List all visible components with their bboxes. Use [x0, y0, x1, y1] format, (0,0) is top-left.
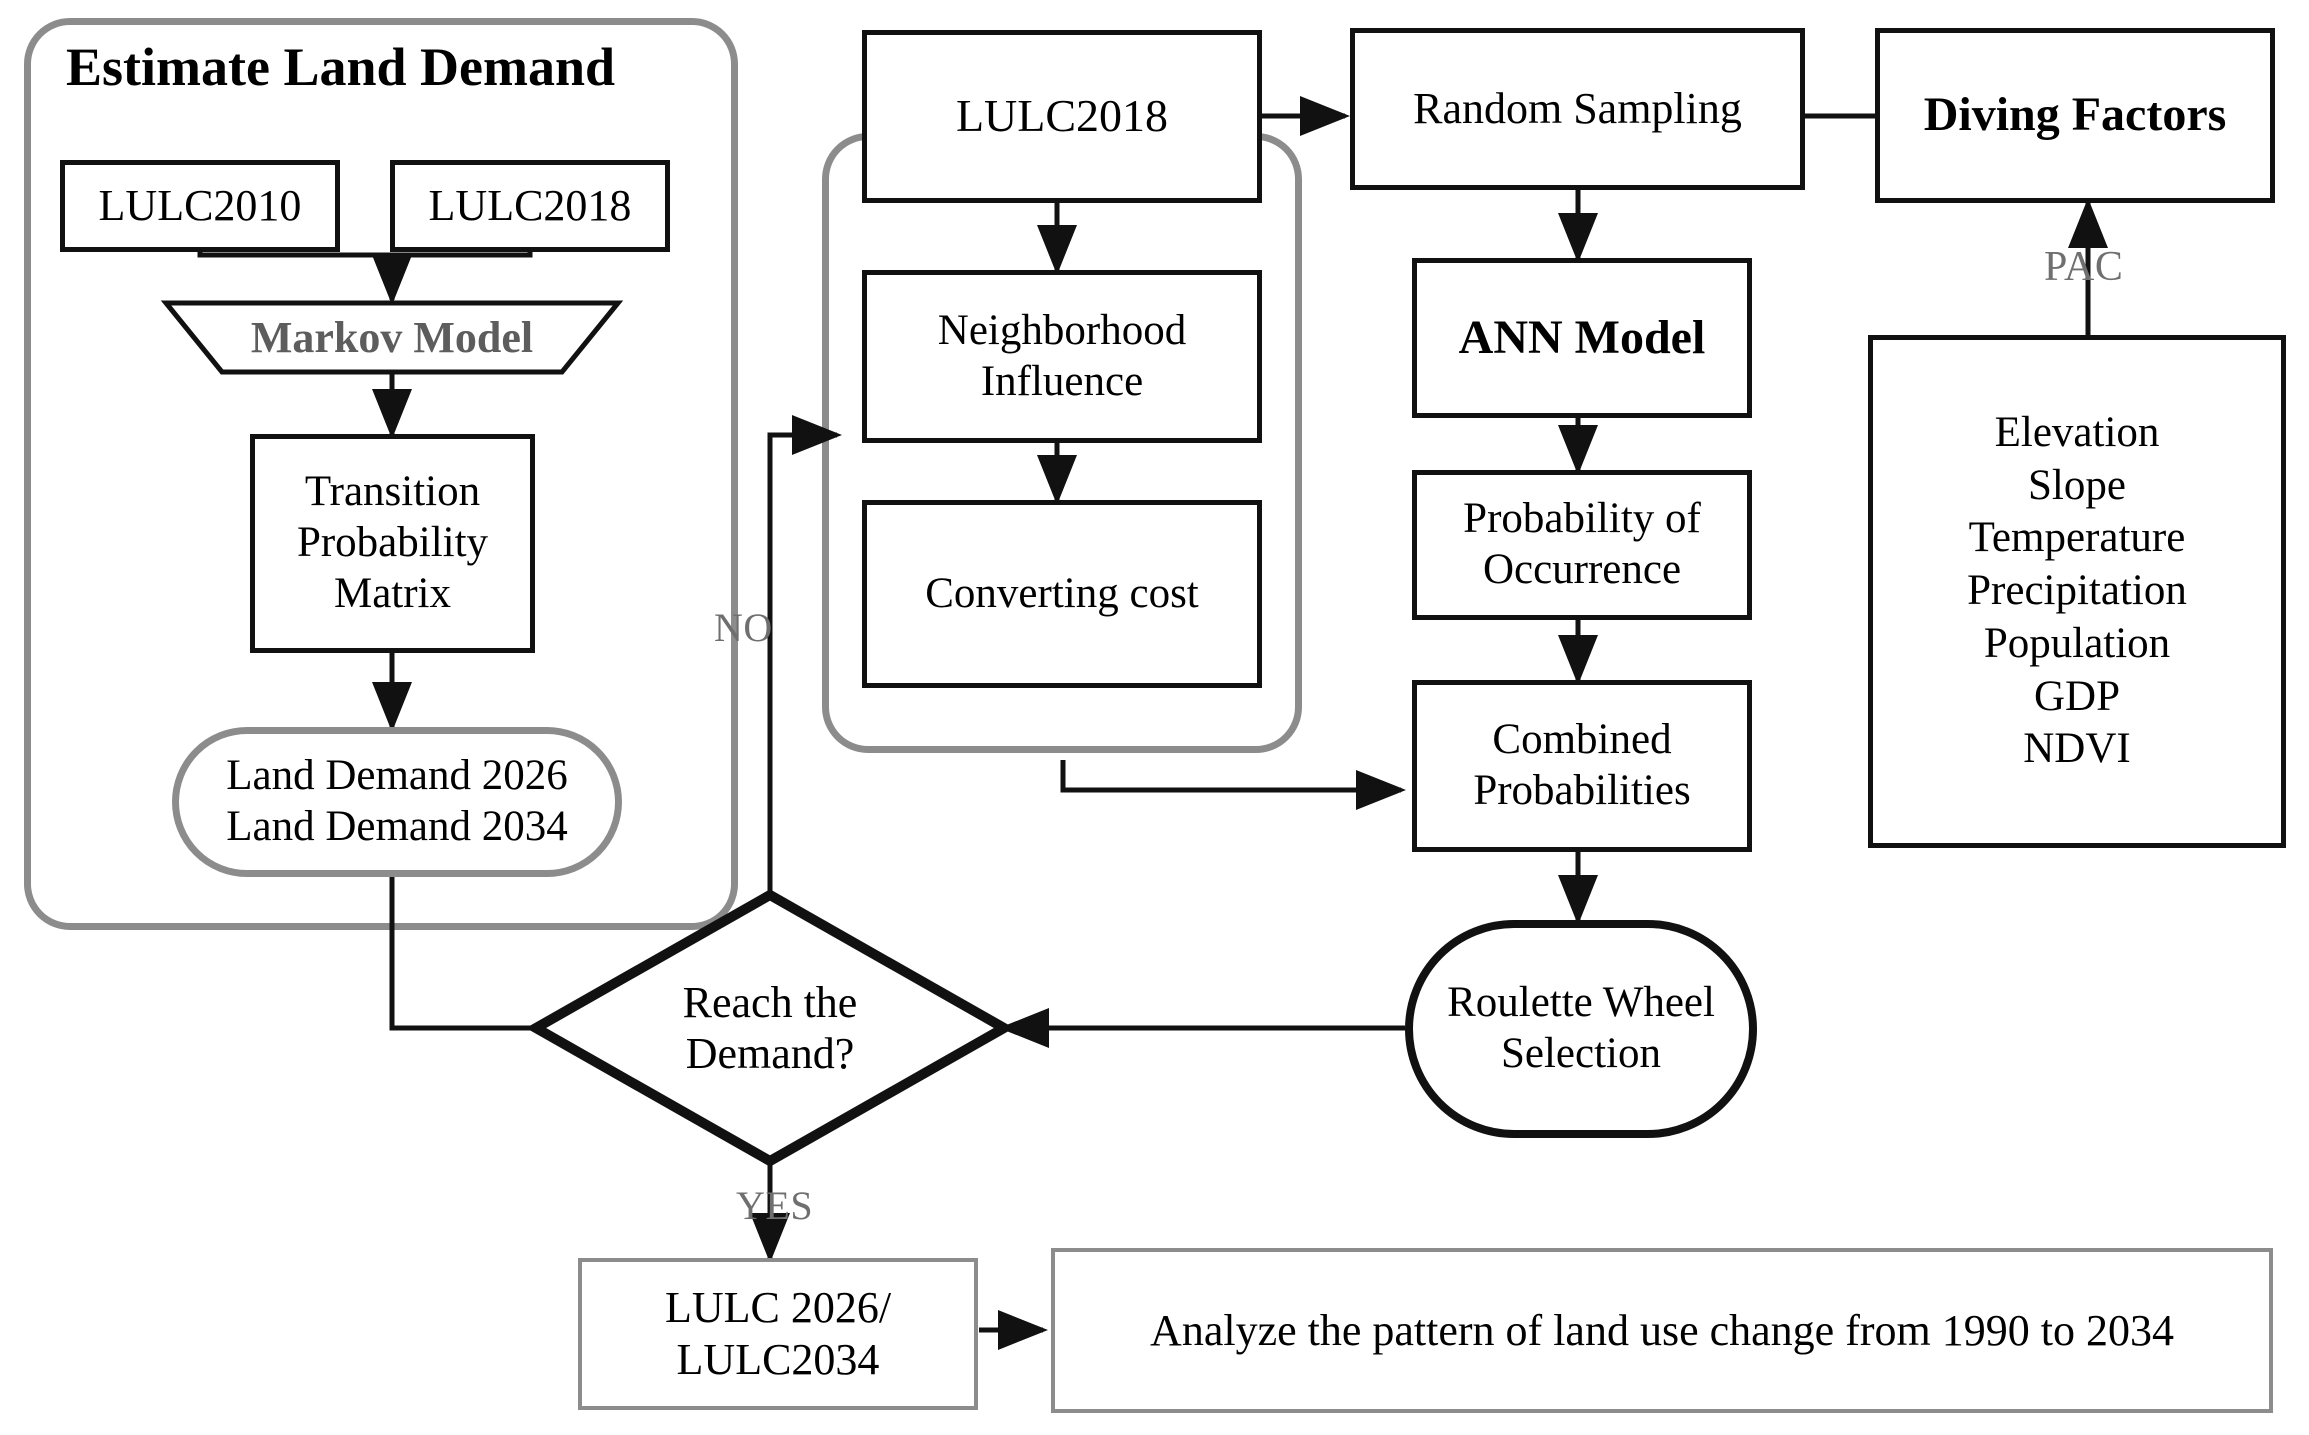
node-converting-cost[interactable]: Converting cost — [862, 500, 1262, 688]
factor-item-ndvi: NDVI — [2023, 725, 2131, 773]
node-lulc2018-left[interactable]: LULC2018 — [390, 160, 670, 252]
node-reach-demand-line1: Reach the — [682, 978, 858, 1027]
node-neighborhood-influence[interactable]: Neighborhood Influence — [862, 270, 1262, 443]
node-combined-probabilities-line2: Probabilities — [1473, 767, 1691, 814]
node-lulc-output-line1: LULC 2026/ — [664, 1283, 892, 1333]
node-random-sampling-label: Random Sampling — [1413, 84, 1742, 134]
node-land-demand-line1: Land Demand 2026 — [226, 752, 568, 800]
node-probability-occurrence-line1: Probability of — [1463, 495, 1701, 543]
node-analysis[interactable]: Analyze the pattern of land use change f… — [1051, 1248, 2273, 1413]
node-combined-probabilities[interactable]: Combined Probabilities — [1412, 680, 1752, 852]
node-random-sampling[interactable]: Random Sampling — [1350, 28, 1805, 190]
node-lulc2010[interactable]: LULC2010 — [60, 160, 340, 252]
node-ann-model-label: ANN Model — [1458, 310, 1706, 364]
node-lulc-output-line2: LULC2034 — [676, 1335, 880, 1384]
node-roulette-wheel-selection[interactable]: Roulette Wheel Selection — [1405, 920, 1757, 1138]
node-neighborhood-influence-line1: Neighborhood — [937, 306, 1187, 354]
edge-label-no: NO — [714, 605, 773, 650]
node-lulc2018-mid[interactable]: LULC2018 — [862, 30, 1262, 203]
factor-item-population: Population — [1983, 619, 2171, 667]
node-factors-list[interactable]: Elevation Slope Temperature Precipitatio… — [1868, 335, 2286, 848]
node-combined-probabilities-line1: Combined — [1492, 716, 1672, 764]
node-roulette-line2: Selection — [1500, 1030, 1661, 1077]
node-lulc2018-mid-label: LULC2018 — [955, 90, 1169, 142]
node-driving-factors[interactable]: Diving Factors — [1875, 28, 2275, 203]
factor-item-gdp: GDP — [2033, 672, 2121, 720]
node-probability-of-occurrence[interactable]: Probability of Occurrence — [1412, 470, 1752, 620]
node-converting-cost-label: Converting cost — [925, 569, 1199, 617]
factor-item-temperature: Temperature — [1968, 514, 2186, 562]
node-neighborhood-influence-line2: Influence — [980, 357, 1144, 405]
factor-item-slope: Slope — [2028, 461, 2126, 509]
node-markov-model-label: Markov Model — [250, 313, 534, 362]
node-roulette-line1: Roulette Wheel — [1447, 979, 1715, 1027]
group-estimate-land-demand — [24, 18, 738, 930]
node-probability-occurrence-line2: Occurrence — [1482, 546, 1682, 593]
node-reach-demand-line2: Demand? — [685, 1029, 855, 1078]
group-title-estimate-land-demand: Estimate Land Demand — [66, 37, 616, 97]
edge-label-pac: PAC — [2044, 244, 2124, 290]
node-land-demand-line2: Land Demand 2034 — [226, 803, 568, 850]
edge-label-yes: YES — [736, 1183, 814, 1228]
factor-item-elevation: Elevation — [1994, 408, 2160, 456]
node-markov-model[interactable]: Markov Model — [222, 303, 562, 372]
node-reach-demand[interactable]: Reach the Demand? — [630, 965, 910, 1091]
node-lulc2018-left-label: LULC2018 — [428, 181, 632, 231]
node-analysis-label: Analyze the pattern of land use change f… — [1150, 1305, 2174, 1355]
factor-item-precipitation: Precipitation — [1967, 567, 2187, 615]
node-transition-matrix-label: Transition Probability Matrix — [296, 468, 489, 617]
node-transition-probability-matrix[interactable]: Transition Probability Matrix — [250, 434, 535, 653]
node-ann-model[interactable]: ANN Model — [1412, 258, 1752, 418]
node-land-demand[interactable]: Land Demand 2026 Land Demand 2034 — [172, 727, 622, 877]
node-lulc-output[interactable]: LULC 2026/ LULC2034 — [578, 1258, 978, 1410]
node-lulc2010-label: LULC2010 — [98, 181, 302, 231]
node-driving-factors-label: Diving Factors — [1923, 88, 2227, 142]
